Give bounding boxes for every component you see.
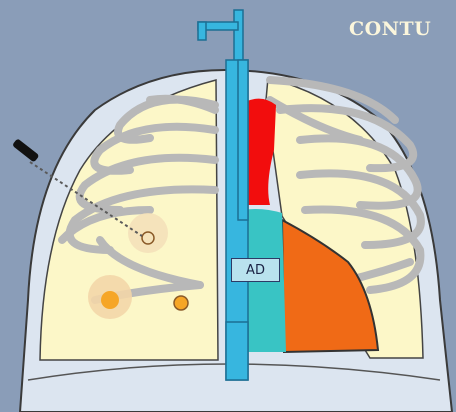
- needle-icon: [12, 138, 40, 162]
- slide-title: CONTU: [349, 18, 431, 40]
- left-lung: [40, 80, 218, 360]
- contusion-core-2: [101, 291, 119, 309]
- contusion-halo-1: [128, 213, 168, 253]
- contusion-core-3: [174, 296, 188, 310]
- right-atrium-label: AD: [231, 258, 280, 282]
